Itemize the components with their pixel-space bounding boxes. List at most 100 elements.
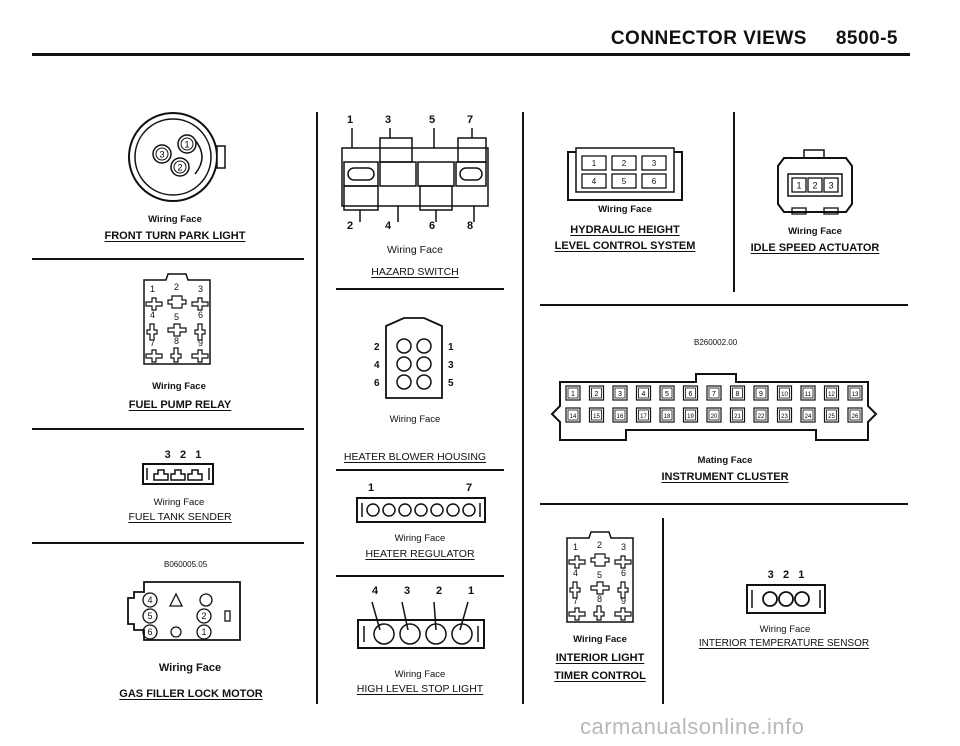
hydraulic-face-label: Wiring Face [598, 204, 652, 215]
page-number: 8500-5 [835, 28, 898, 49]
fuel-pump-pin: 2 [174, 282, 179, 292]
hazard-pin: 2 [347, 220, 354, 232]
front-turn-pin-label: 3 [159, 150, 164, 160]
fuel-pump-pin: 8 [174, 336, 179, 346]
instrument-cluster-pin-box [823, 407, 840, 423]
column-divider-2 [522, 112, 524, 704]
fuel-pump-relay-title: FUEL PUMP RELAY [128, 399, 232, 411]
separator-col1-1 [32, 258, 304, 260]
heater-blower-housing-title: HEATER BLOWER HOUSING [343, 451, 487, 463]
interior-temp-face-label: Wiring Face [759, 624, 811, 635]
heater-blower-housing-connector: 2 4 6 1 3 5 [374, 317, 454, 399]
hazard-pin: 3 [385, 114, 392, 126]
instrument-cluster-pin-box [565, 385, 581, 401]
instrument-cluster-pin-inner [614, 409, 626, 421]
instrument-cluster-pin-inner [802, 387, 814, 399]
page-header: CONNECTOR VIEWS 8500-5 [611, 28, 898, 50]
interior-light-face-label: Wiring Face [573, 634, 627, 645]
gas-filler-pin: 2 [201, 611, 206, 621]
instrument-cluster-pin-inner [661, 387, 673, 399]
instrument-cluster-pin-label: 3 [618, 391, 622, 398]
instrument-cluster-pin-box [612, 407, 628, 423]
instrument-cluster-pin-box [800, 407, 816, 423]
heater-regulator-pin: 7 [466, 482, 473, 494]
instrument-cluster-pin-label: 17 [640, 414, 647, 420]
heater-blower-pin: 2 [374, 342, 380, 353]
interior-light-pin: 1 [573, 542, 578, 552]
instrument-cluster-pin-label: 7 [712, 391, 716, 398]
hydraulic-pin: 5 [622, 177, 627, 186]
hazard-pin: 5 [429, 114, 436, 126]
heater-regulator-pin: 1 [368, 482, 375, 494]
interior-temperature-sensor-connector [746, 584, 826, 614]
interior-temperature-sensor-title: INTERIOR TEMPERATURE SENSOR [698, 638, 870, 649]
instrument-cluster-pin-label: 26 [852, 414, 859, 420]
heater-blower-pin: 3 [448, 360, 454, 371]
fuel-pump-pin: 6 [198, 310, 203, 320]
interior-light-pin: 6 [621, 568, 626, 578]
hydraulic-height-title-1: HYDRAULIC HEIGHT [570, 224, 680, 236]
high-level-stop-light-title: HIGH LEVEL STOP LIGHT [356, 683, 484, 695]
instrument-cluster-pin-label: 18 [664, 414, 671, 420]
instrument-cluster-pin-box [565, 407, 581, 423]
instrument-cluster-pin-label: 14 [570, 414, 577, 420]
instrument-cluster-pin-box [776, 385, 793, 401]
interior-light-pin: 9 [621, 596, 626, 606]
interior-light-pin: 7 [573, 596, 578, 606]
fuel-pump-pin: 4 [150, 310, 155, 320]
front-turn-pin-label: 1 [184, 140, 189, 150]
fuel-pump-pin: 5 [174, 312, 179, 322]
hydraulic-height-connector: 1 2 3 4 5 6 [567, 147, 683, 201]
heater-blower-pin: 5 [448, 378, 454, 389]
front-turn-pin-label: 2 [177, 163, 182, 173]
hazard-pin: 7 [467, 114, 474, 126]
hydraulic-height-title-2: LEVEL CONTROL SYSTEM [554, 240, 696, 252]
instrument-cluster-pin-label: 20 [711, 414, 718, 420]
interior-light-title-1: INTERIOR LIGHT [555, 652, 645, 664]
hydraulic-pin: 2 [622, 159, 627, 168]
instrument-cluster-pin-label: 10 [781, 392, 788, 398]
instrument-cluster-pin-inner [708, 387, 720, 399]
heater-regulator-face-label: Wiring Face [394, 533, 446, 544]
instrument-cluster-pin-label: 21 [734, 414, 741, 420]
stop-light-pin: 3 [404, 585, 411, 597]
instrument-cluster-pin-box [588, 407, 605, 423]
idle-speed-pin: 3 [828, 181, 833, 191]
instrument-cluster-pin-inner [685, 409, 696, 421]
instrument-cluster-pin-box [588, 385, 605, 401]
instrument-cluster-pin-box [706, 385, 722, 401]
stop-light-pin: 1 [468, 585, 475, 597]
fuel-pump-pin: 1 [150, 284, 155, 294]
instrument-cluster-pin-box [753, 385, 769, 401]
interior-light-pin: 4 [573, 568, 578, 578]
interior-temp-pin: 2 [782, 569, 790, 581]
instrument-cluster-title: INSTRUMENT CLUSTER [661, 471, 789, 483]
instrument-cluster-pin-inner [755, 409, 767, 421]
hydraulic-pin: 3 [652, 159, 657, 168]
instrument-cluster-pin-box [706, 407, 722, 423]
instrument-cluster-pin-label: 15 [593, 414, 600, 420]
heater-regulator-connector [356, 497, 486, 523]
instrument-cluster-pin-box [635, 407, 652, 423]
instrument-cluster-pin-label: 5 [665, 391, 669, 398]
instrument-cluster-pin-label: 1 [571, 391, 575, 398]
instrument-cluster-pin-box [729, 407, 746, 423]
instrument-cluster-pin-box [847, 385, 863, 401]
front-turn-park-light-title: FRONT TURN PARK LIGHT [104, 230, 246, 242]
fuel-tank-pin: 1 [195, 449, 202, 461]
instrument-cluster-pin-inner [849, 387, 861, 399]
instrument-cluster-pin-inner [567, 409, 579, 421]
instrument-cluster-pin-box [612, 385, 628, 401]
gas-filler-face-label: Wiring Face [158, 662, 222, 674]
separator-right-1 [540, 304, 908, 306]
instrument-cluster-pin-inner [567, 387, 579, 399]
instrument-cluster-pin-inner [826, 409, 837, 421]
gas-filler-lock-motor-title: GAS FILLER LOCK MOTOR [119, 688, 263, 700]
instrument-cluster-pin-inner [755, 387, 767, 399]
instrument-cluster-pin-box [823, 385, 840, 401]
instrument-cluster-pin-inner [614, 387, 626, 399]
heater-blower-face-label: Wiring Face [389, 414, 441, 425]
instrument-cluster-pin-label: 6 [689, 391, 693, 398]
hazard-pin: 4 [385, 220, 392, 232]
instrument-cluster-pin-box [729, 385, 746, 401]
